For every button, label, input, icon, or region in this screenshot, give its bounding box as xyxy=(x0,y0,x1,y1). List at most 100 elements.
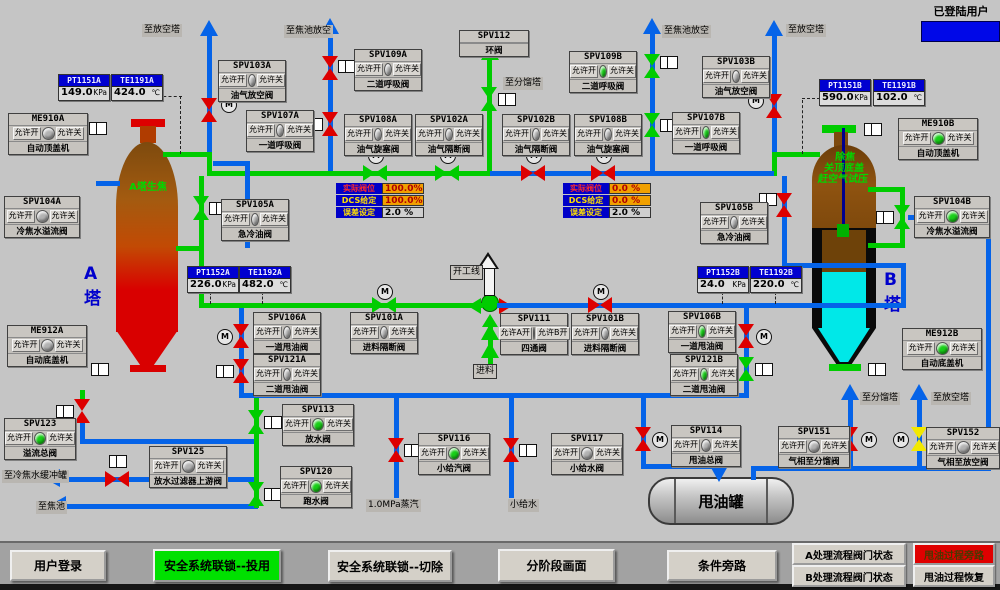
permit-open-button[interactable]: 允许开 xyxy=(906,342,935,355)
permit-open-button[interactable]: 允许开 xyxy=(254,368,282,381)
valve-icon[interactable] xyxy=(635,427,651,451)
permit-open-button[interactable]: 允许开 xyxy=(283,418,311,431)
permit-close-button[interactable]: 允许关 xyxy=(325,418,353,431)
permit-close-button[interactable]: 允许关 xyxy=(739,216,767,229)
valve-icon[interactable] xyxy=(372,297,396,313)
permit-close-button[interactable]: 允许关 xyxy=(260,213,288,226)
permit-open-button[interactable]: 允许开 xyxy=(673,126,701,139)
valve-icon[interactable] xyxy=(233,359,249,383)
permit-open-button[interactable]: 允许开 xyxy=(345,128,373,141)
valve-icon[interactable] xyxy=(738,324,754,348)
permit-open-button[interactable]: 允许开 xyxy=(503,128,531,141)
button-safety-interlock-off[interactable]: 安全系统联锁--切除 xyxy=(328,550,452,582)
permit-open-button[interactable]: 允许开 xyxy=(672,439,700,452)
valve-icon[interactable] xyxy=(363,165,387,181)
permit-close-button[interactable]: 允许关 xyxy=(959,210,988,223)
permit-close-button[interactable]: 允许关 xyxy=(292,326,320,339)
valve-icon[interactable] xyxy=(388,438,404,462)
permit-open-button[interactable]: 允许开 xyxy=(12,127,41,140)
valve-icon[interactable] xyxy=(105,471,129,487)
permit-open-button[interactable]: 允许开 xyxy=(254,326,282,339)
permit-close-button[interactable]: 允许关 xyxy=(393,63,421,76)
valve-icon[interactable] xyxy=(738,357,754,381)
button-safety-interlock-on[interactable]: 安全系统联锁--投用 xyxy=(153,549,281,582)
permit-close-button[interactable]: 允许关 xyxy=(292,368,320,381)
permit-open-button[interactable]: 允许开 xyxy=(671,368,699,381)
permit-close-button[interactable]: 允许关 xyxy=(594,447,622,460)
permit-close-button[interactable]: 允许关 xyxy=(49,210,78,223)
permit-open-button[interactable]: 允许开 xyxy=(247,124,275,137)
setpoint-value[interactable]: 0.0 % xyxy=(609,183,651,194)
permit-close-button[interactable]: 允许关 xyxy=(323,480,351,493)
permit-close-button[interactable]: 允许关 xyxy=(741,70,769,83)
permit-close-button[interactable]: 允许关 xyxy=(285,124,313,137)
permit-open-button[interactable]: 允许开 xyxy=(552,447,580,460)
permit-open-button[interactable]: 允许开 xyxy=(916,210,945,223)
permit-open-button[interactable]: 允许开 xyxy=(281,480,309,493)
valve-icon[interactable] xyxy=(248,410,264,434)
button-b-process-valve-status[interactable]: B处理流程阀门状态 xyxy=(792,565,906,587)
permit-close-button[interactable]: 允许关 xyxy=(613,128,641,141)
permit-open-button[interactable]: 允许开 xyxy=(703,70,731,83)
valve-icon[interactable] xyxy=(248,482,264,506)
valve-icon[interactable] xyxy=(201,98,217,122)
permit-open-button[interactable]: 允许开 xyxy=(669,325,697,338)
valve-icon[interactable] xyxy=(644,113,660,137)
permit-close-button[interactable]: 允许关 xyxy=(709,368,737,381)
permit-open-button[interactable]: 允许开 xyxy=(219,74,247,87)
permit-close-button[interactable]: 允许关 xyxy=(54,339,83,352)
permit-open-button[interactable]: 允许开 xyxy=(419,447,447,460)
valve-icon[interactable] xyxy=(591,165,615,181)
valve-icon[interactable] xyxy=(911,427,927,451)
valve-icon[interactable] xyxy=(588,297,612,313)
permit-close-button[interactable]: 允许关 xyxy=(711,126,739,139)
permit-close-button[interactable]: 允许关 xyxy=(610,327,638,340)
valve-icon[interactable] xyxy=(193,196,209,220)
permit-close-button[interactable]: 允许B开 xyxy=(536,327,570,340)
permit-close-button[interactable]: 允许关 xyxy=(257,74,285,87)
permit-close-button[interactable]: 允许关 xyxy=(383,128,411,141)
permit-open-button[interactable]: 允许开 xyxy=(779,440,807,453)
valve-icon[interactable] xyxy=(481,87,497,111)
valve-icon[interactable] xyxy=(74,399,90,423)
valve-icon[interactable] xyxy=(233,324,249,348)
permit-open-button[interactable]: 允许开 xyxy=(902,132,931,145)
permit-close-button[interactable]: 允许关 xyxy=(195,460,224,473)
permit-open-button[interactable]: 允许开 xyxy=(11,339,40,352)
permit-open-button[interactable]: 允许开 xyxy=(701,216,729,229)
permit-open-button[interactable]: 允许开 xyxy=(351,326,379,339)
permit-open-button[interactable]: 允许开 xyxy=(572,327,600,340)
permit-close-button[interactable]: 允许关 xyxy=(55,127,84,140)
setpoint-value[interactable]: 2.0 % xyxy=(609,207,651,218)
permit-open-button[interactable]: 允许开 xyxy=(416,128,444,141)
permit-open-button[interactable]: 允许开 xyxy=(355,63,383,76)
permit-open-button[interactable]: 允许开 xyxy=(6,210,35,223)
permit-close-button[interactable]: 允许关 xyxy=(454,128,482,141)
permit-close-button[interactable]: 允许关 xyxy=(461,447,489,460)
permit-close-button[interactable]: 允许关 xyxy=(821,440,849,453)
permit-close-button[interactable]: 允许关 xyxy=(949,342,978,355)
permit-close-button[interactable]: 允许关 xyxy=(712,439,740,452)
permit-open-button[interactable]: 允许开 xyxy=(570,65,598,78)
permit-open-button[interactable]: 允许A开 xyxy=(498,327,532,340)
permit-open-button[interactable]: 允许开 xyxy=(575,128,603,141)
button-oil-throw-bypass[interactable]: 甩油过程旁路 xyxy=(913,543,995,565)
button-stage-screen[interactable]: 分阶段画面 xyxy=(498,549,615,582)
valve-icon[interactable] xyxy=(644,54,660,78)
permit-close-button[interactable]: 允许关 xyxy=(389,326,417,339)
permit-open-button[interactable]: 允许开 xyxy=(5,432,33,445)
logged-in-user-field[interactable] xyxy=(921,21,1000,42)
valve-icon[interactable] xyxy=(435,165,459,181)
button-a-process-valve-status[interactable]: A处理流程阀门状态 xyxy=(792,543,906,565)
valve-icon[interactable] xyxy=(521,165,545,181)
button-oil-throw-restore[interactable]: 甩油过程恢复 xyxy=(913,565,995,587)
valve-icon[interactable] xyxy=(776,193,792,217)
setpoint-value[interactable]: 100.0% xyxy=(382,183,424,194)
permit-open-button[interactable]: 允许开 xyxy=(222,213,250,226)
permit-open-button[interactable]: 允许开 xyxy=(927,441,956,454)
valve-icon[interactable] xyxy=(766,94,782,118)
valve-icon[interactable] xyxy=(322,56,338,80)
setpoint-value[interactable]: 0.0 % xyxy=(609,195,651,206)
permit-close-button[interactable]: 允许关 xyxy=(608,65,636,78)
permit-close-button[interactable]: 允许关 xyxy=(47,432,75,445)
